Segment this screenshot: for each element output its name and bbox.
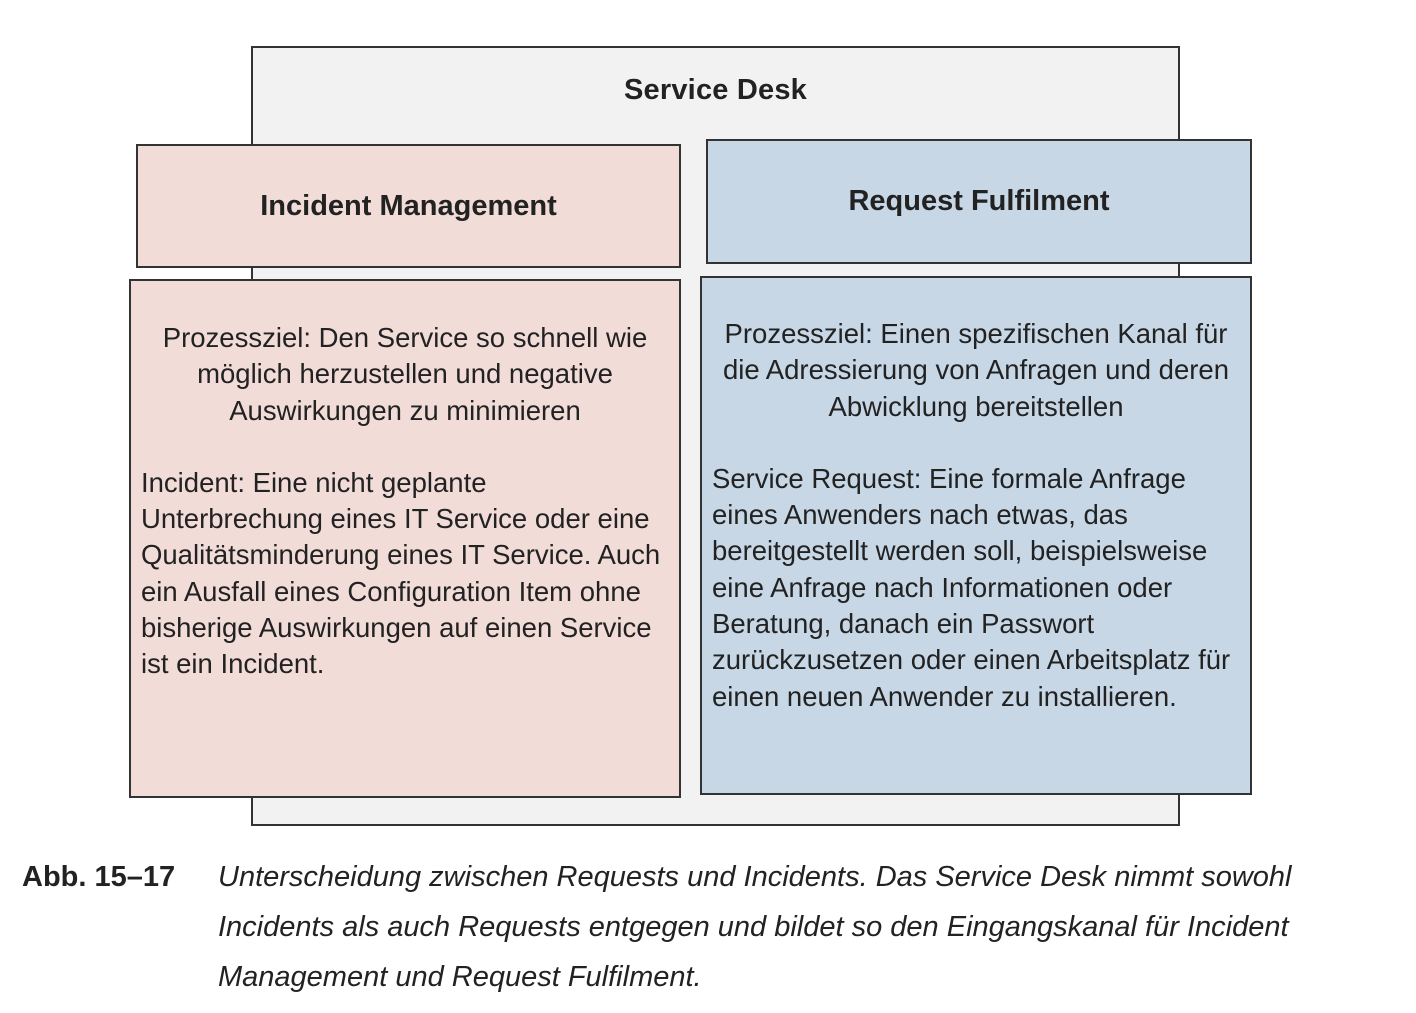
caption-label: Abb. 15–17 <box>22 861 176 893</box>
incident-process-goal: Prozessziel: Den Service so schnell wie … <box>162 322 648 426</box>
incident-definition: Incident: Eine nicht geplante Unterbrech… <box>141 466 661 680</box>
incident-management-title: Incident Management <box>260 189 557 222</box>
service-request-definition: Service Request: Eine formale Anfrage ei… <box>712 462 1231 712</box>
request-fulfilment-content: Prozessziel: Einen spezifischen Kanal fü… <box>700 276 1252 795</box>
request-fulfilment-header: Request Fulfilment <box>706 139 1252 264</box>
caption-text: Unterscheidung zwischen Requests und Inc… <box>218 861 1292 993</box>
service-desk-title: Service Desk <box>624 74 807 106</box>
incident-management-content: Prozessziel: Den Service so schnell wie … <box>129 279 681 798</box>
request-process-goal: Prozessziel: Einen spezifischen Kanal fü… <box>722 318 1230 422</box>
request-fulfilment-title: Request Fulfilment <box>848 185 1110 217</box>
incident-management-header: Incident Management <box>136 144 681 268</box>
